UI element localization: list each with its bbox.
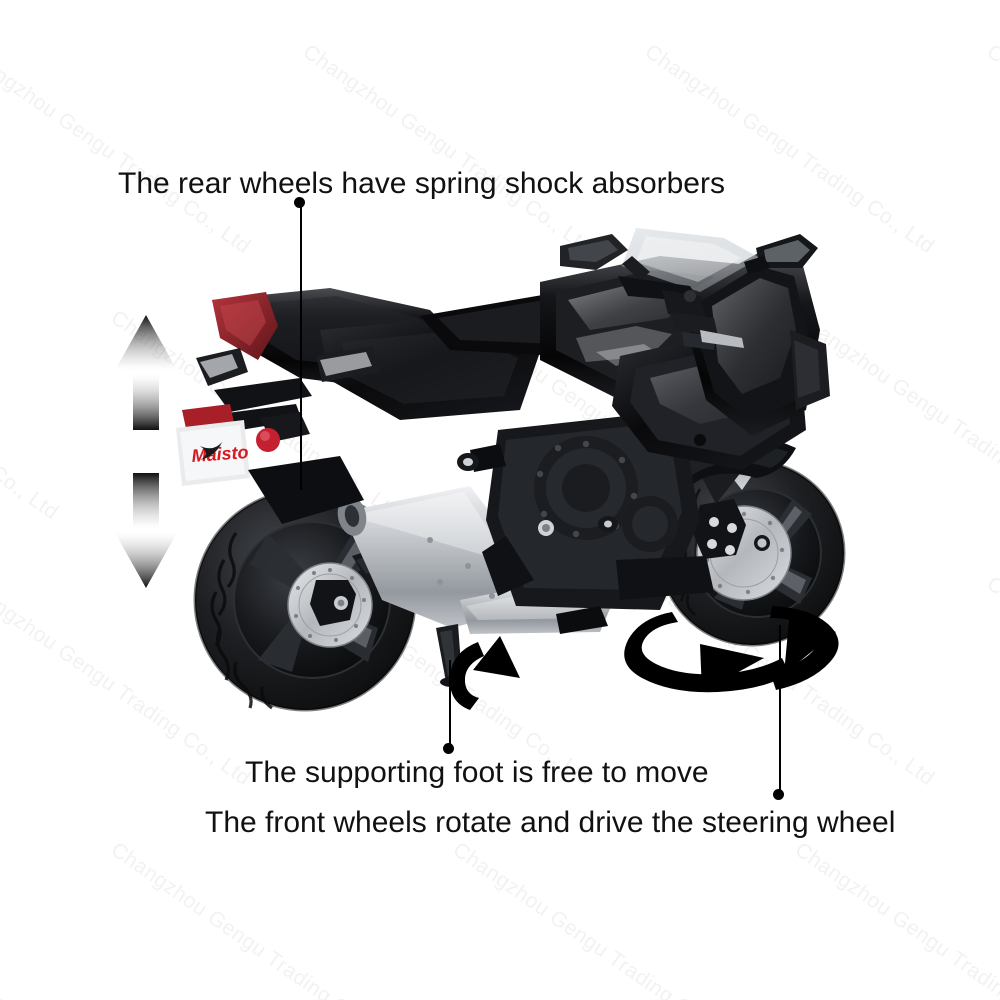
rear-bodywork: Maisto [176,288,660,524]
mirrors [560,234,818,274]
turn-signals [196,346,380,386]
leader-line-front-wheel [779,625,781,795]
license-plate: Maisto [176,420,250,486]
leader-dot-front-wheel [773,789,784,800]
frame-links [457,444,618,634]
handlebar [618,256,744,350]
callout-front-wheel-label: The front wheels rotate and drive the st… [205,806,896,839]
front-fairing [560,228,830,436]
leader-line-rear-suspension [300,205,302,490]
kickstand-curved-arrow [449,636,520,710]
callout-rear-suspension-label: The rear wheels have spring shock absorb… [118,167,725,200]
leader-dot-kickstand [443,743,454,754]
steering-curved-arrow [624,606,839,693]
engine-block [482,410,714,610]
leader-line-kickstand [449,660,451,748]
leader-dot-rear-suspension [294,197,305,208]
callout-kickstand-label: The supporting foot is free to move [245,756,709,789]
up-down-arrow [114,315,178,588]
